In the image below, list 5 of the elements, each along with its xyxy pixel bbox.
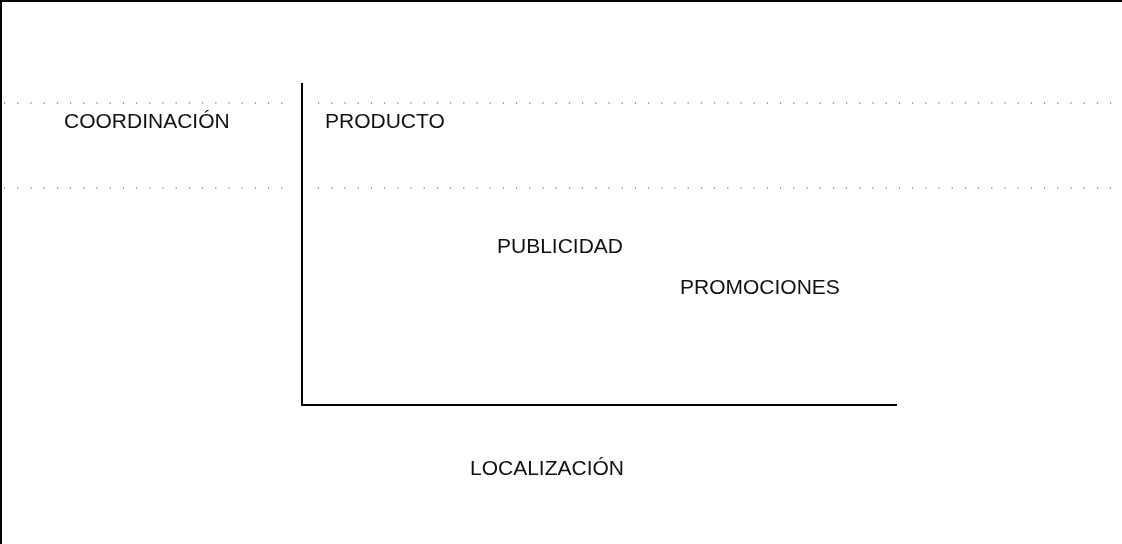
axis-label: LOCALIZACIÓN <box>470 457 625 478</box>
axis-label: PUBLICIDAD <box>497 235 624 256</box>
axis-label: PRODUCTO <box>325 110 445 131</box>
axis-label: COORDINACIÓN <box>64 110 230 131</box>
axis-label: PROMOCIONES <box>680 276 840 297</box>
